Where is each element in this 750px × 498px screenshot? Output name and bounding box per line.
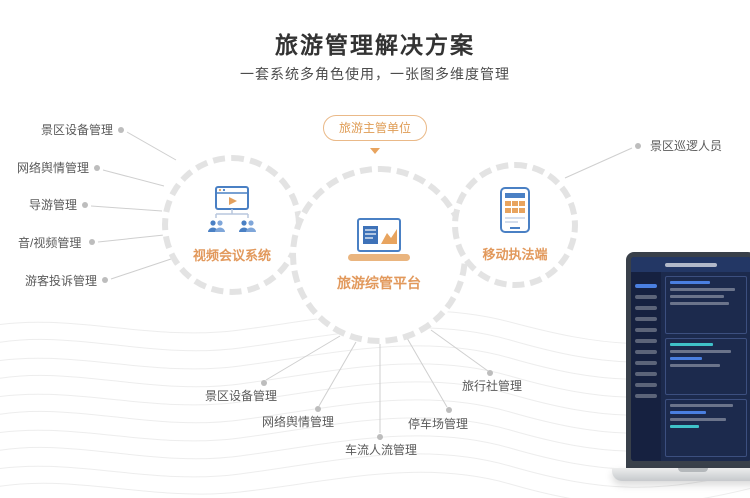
dashboard-laptop [612, 252, 750, 481]
dashboard-panels [661, 272, 750, 461]
authority-badge: 旅游主管单位 [322, 115, 428, 141]
node-label-video-conference: 视频会议系统 [192, 248, 271, 263]
page-title: 旅游管理解决方案 [275, 32, 475, 58]
laptop-dashboard-icon [348, 217, 410, 261]
connector-label-left-4: 音/视频管理 [18, 236, 82, 250]
node-mobile: 移动执法端 [452, 162, 578, 288]
connector-label-bottom-4: 停车场管理 [408, 417, 469, 431]
connector-label-left-2: 网络舆情管理 [17, 161, 90, 175]
node-video-conference: 视频会议系统 [162, 155, 302, 295]
connector-label-left-5: 游客投诉管理 [25, 274, 98, 288]
background-contour-lines [0, 310, 750, 498]
connector-label-bottom-5: 旅行社管理 [462, 379, 523, 393]
connector-label-bottom-1: 景区设备管理 [205, 389, 278, 403]
dashboard-sidebar [631, 272, 661, 461]
laptop-base [612, 468, 750, 481]
video-conference-icon [208, 186, 256, 232]
node-label-platform: 旅游综管平台 [337, 274, 421, 291]
arrow-down-icon [370, 148, 380, 154]
page-subtitle: 一套系统多角色使用，一张图多维度管理 [240, 66, 510, 82]
mobile-enforcement-icon [500, 187, 530, 233]
dashboard-screen [631, 257, 750, 461]
connector-label-left-1: 景区设备管理 [41, 123, 114, 137]
node-label-mobile: 移动执法端 [482, 247, 548, 262]
laptop-screen [626, 252, 750, 468]
node-platform: 旅游综管平台 [290, 166, 468, 344]
connector-label-left-3: 导游管理 [29, 198, 78, 212]
connector-label-right-1: 景区巡逻人员 [650, 139, 723, 153]
connector-label-bottom-3: 车流人流管理 [345, 443, 418, 457]
dashboard-header [631, 257, 750, 272]
connector-label-bottom-2: 网络舆情管理 [262, 415, 335, 429]
